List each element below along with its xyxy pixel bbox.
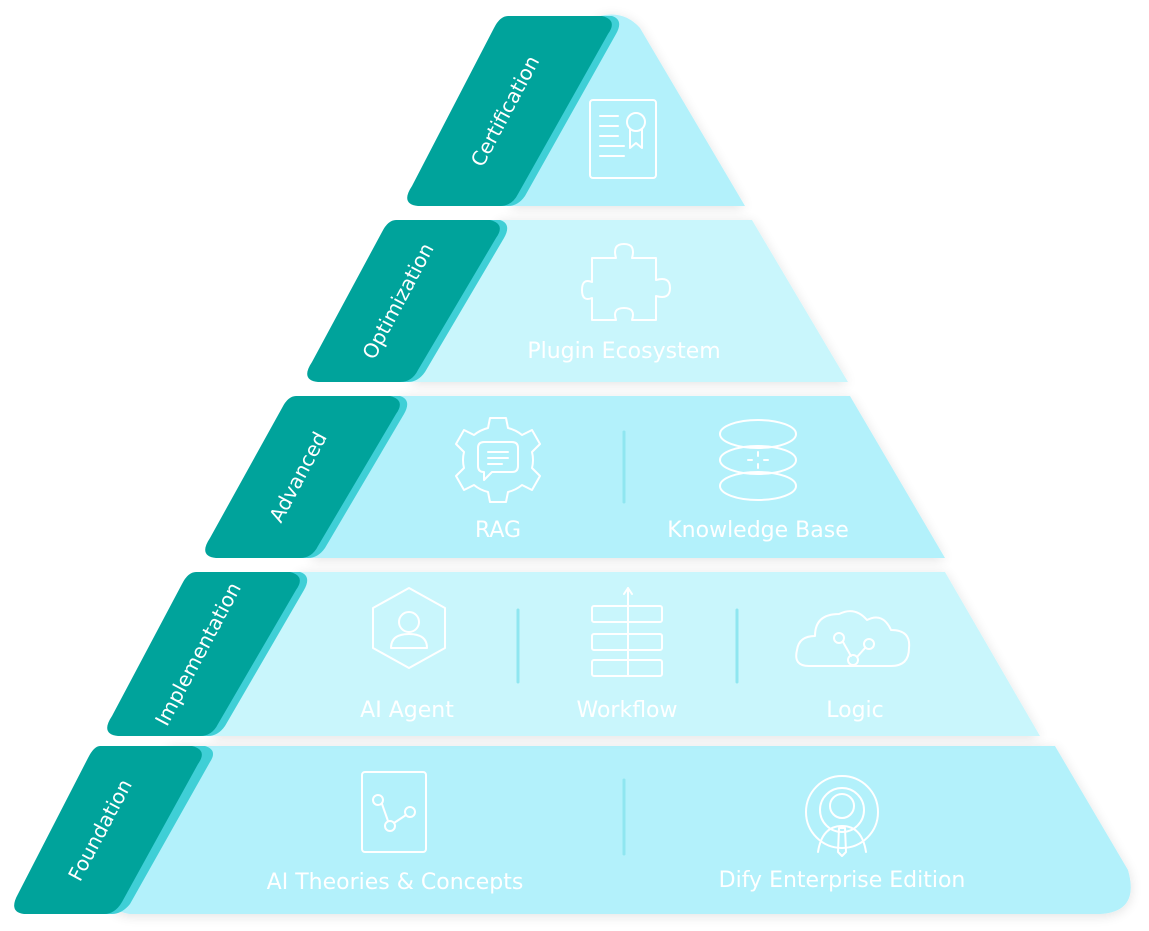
item-label-workflow: Workflow <box>576 698 677 723</box>
item-label-logic: Logic <box>826 698 884 723</box>
enterprise-user-icon <box>805 775 879 857</box>
database-icon <box>719 419 797 501</box>
item-label-plugin-ecosystem: Plugin Ecosystem <box>527 339 720 364</box>
document-graph-icon <box>361 771 427 853</box>
item-label-ai-theories: AI Theories & Concepts <box>267 870 524 895</box>
cloud-logic-icon <box>795 610 911 667</box>
tab-advanced[interactable]: Advanced <box>205 396 408 558</box>
tab-foundation[interactable]: Foundation <box>14 746 214 914</box>
agent-icon <box>372 587 446 669</box>
level-advanced: Advanced RAG Knowledge Base <box>205 396 945 558</box>
level-implementation: Implementation AI Agent Workflow <box>107 572 1040 736</box>
band-advanced <box>310 396 945 558</box>
workflow-icon <box>591 587 663 677</box>
gear-chat-icon <box>455 417 541 503</box>
band-optimization <box>410 220 848 382</box>
band-implementation <box>210 572 1040 736</box>
puzzle-icon <box>581 243 671 321</box>
level-optimization: Optimization Plugin Ecosystem <box>307 220 848 382</box>
band-certification <box>510 14 745 206</box>
item-label-ai-agent: AI Agent <box>360 698 454 723</box>
tab-certification[interactable]: Certification <box>407 16 620 206</box>
level-foundation: Foundation AI Theories & Concepts Dify E… <box>14 746 1131 914</box>
item-label-rag: RAG <box>475 518 521 543</box>
band-foundation <box>108 746 1131 914</box>
item-label-knowledge-base: Knowledge Base <box>667 518 849 543</box>
item-label-dify-enterprise: Dify Enterprise Edition <box>719 868 966 893</box>
tab-optimization[interactable]: Optimization <box>307 220 508 382</box>
certificate-icon <box>589 99 657 179</box>
level-certification: Certification <box>407 14 745 206</box>
